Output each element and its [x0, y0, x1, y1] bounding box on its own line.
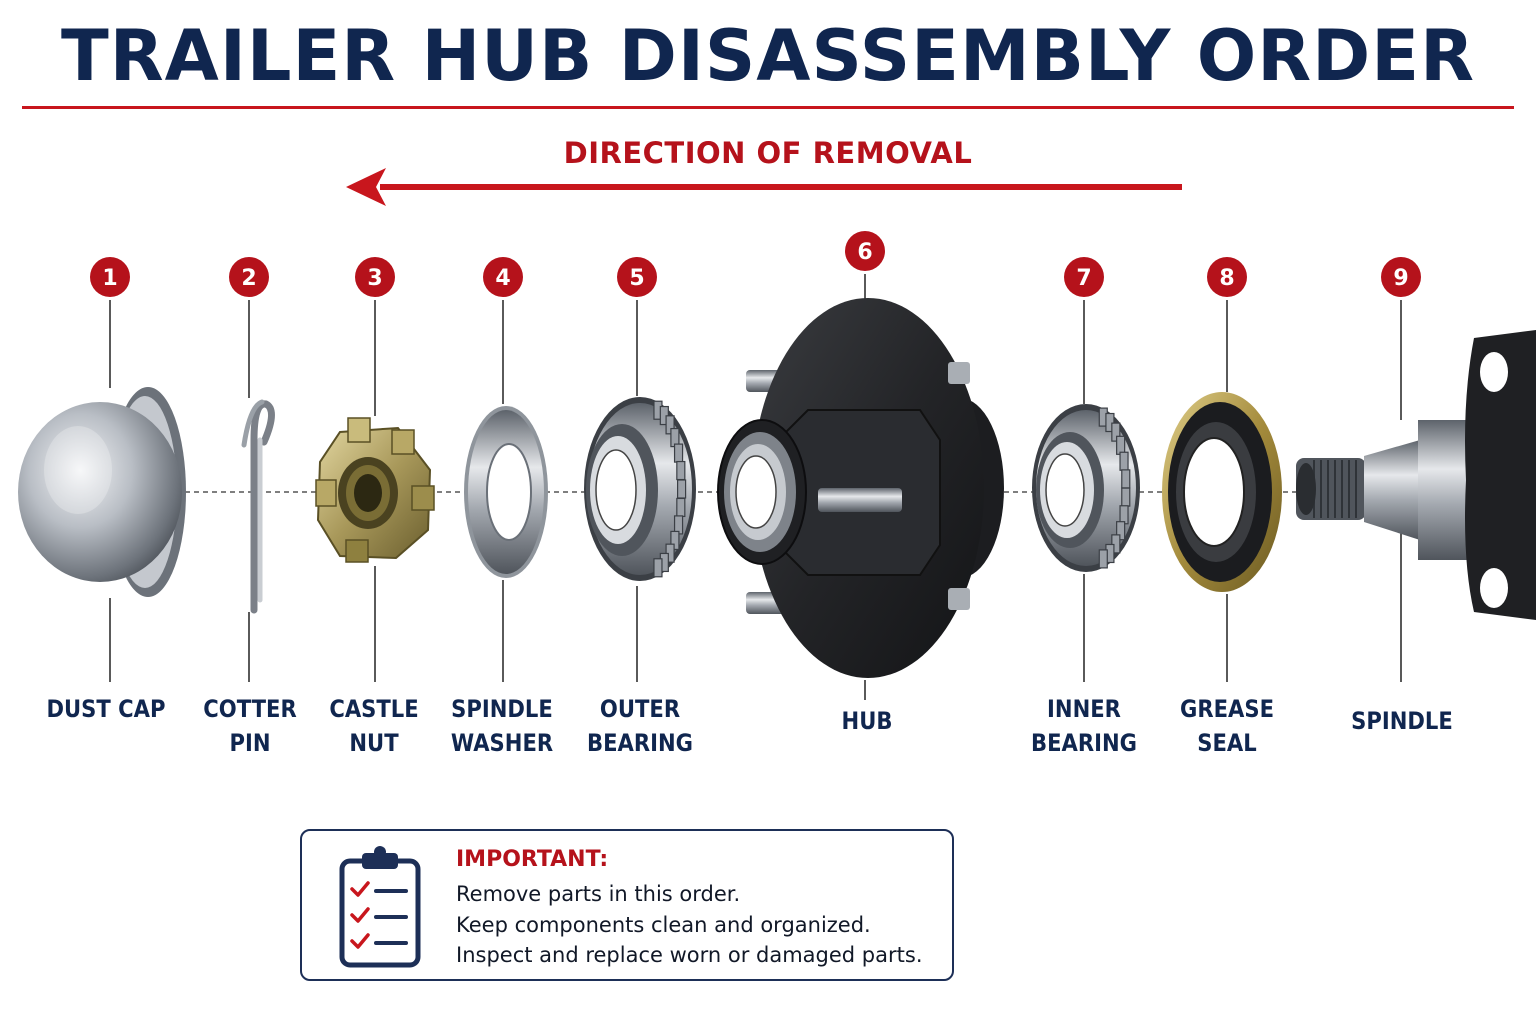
part-label-line: CASTLE [329, 695, 419, 723]
outer-bearing-illustration [584, 397, 696, 581]
step-number: 5 [629, 266, 644, 291]
dust-cap-illustration [18, 387, 186, 597]
step-badge-1: 1 [90, 257, 130, 297]
step-badge-circle [355, 257, 395, 297]
notice-heading: IMPORTANT: [456, 847, 609, 872]
title-underline [22, 106, 1514, 109]
bearing-roller [1121, 469, 1131, 489]
bearing-roller [1119, 451, 1129, 471]
bearing-roller [676, 497, 686, 518]
part-label-spindle-washer: SPINDLE WASHER [432, 692, 573, 760]
step-badge-4: 4 [483, 257, 523, 297]
notice-line: Inspect and replace worn or damaged part… [456, 943, 923, 967]
step-badge-circle [1064, 257, 1104, 297]
part-label-cotter-pin: COTTER PIN [180, 692, 321, 760]
part-label-line: BEARING [1030, 729, 1138, 757]
hub-illustration [717, 298, 1004, 678]
part-label-line: SEAL [1197, 729, 1257, 757]
bearing-roller [1121, 487, 1131, 507]
step-badge-5: 5 [617, 257, 657, 297]
step-number: 3 [367, 266, 382, 291]
bearing-roller [676, 460, 686, 481]
part-label-line: BEARING [586, 729, 694, 757]
bearing-roller [676, 479, 687, 499]
bearing-roller [665, 415, 675, 435]
step-badge-6: 6 [845, 231, 885, 271]
step-number: 1 [102, 266, 117, 291]
step-badge-9: 9 [1381, 257, 1421, 297]
step-number: 9 [1393, 266, 1408, 291]
bearing-roller [1116, 521, 1126, 541]
bearing-roller [1111, 534, 1121, 554]
bearing-roller [1116, 435, 1126, 455]
step-badge-circle [617, 257, 657, 297]
part-label-line: INNER [1047, 695, 1121, 723]
part-label-line: PIN [229, 729, 271, 757]
bearing-roller [1105, 412, 1115, 433]
spindle-illustration [1296, 330, 1536, 620]
notice-line: Keep components clean and organized. [456, 912, 871, 937]
cotter-pin-illustration [241, 399, 275, 614]
step-badge-circle [229, 257, 269, 297]
bearing-roller [673, 443, 684, 463]
step-badge-circle [1381, 257, 1421, 297]
castle-nut-illustration [315, 417, 435, 563]
notice-lines: Remove parts in this order. Keep compone… [456, 879, 923, 971]
step-badge-2: 2 [229, 257, 269, 297]
direction-label: DIRECTION OF REMOVAL [563, 136, 973, 170]
bearing-roller [1111, 422, 1121, 442]
part-label-outer-bearing: OUTER BEARING [570, 692, 711, 760]
important-notice: IMPORTANT: Remove parts in this order. K… [300, 829, 954, 981]
step-number: 8 [1219, 266, 1234, 291]
part-label-dust-cap: DUST CAP [36, 692, 177, 726]
step-badge-circle [483, 257, 523, 297]
bearing-roller [1119, 505, 1129, 525]
part-label-line: DUST CAP [46, 695, 166, 723]
notice-line: Remove parts in this order. [456, 882, 741, 906]
part-label-line: SPINDLE [1351, 707, 1453, 735]
clipboard-checklist-icon [339, 846, 421, 968]
bearing-roller [670, 530, 680, 551]
part-label-castle-nut: CASTLE NUT [304, 692, 445, 760]
part-label-line: OUTER [599, 695, 681, 723]
part-label-spindle: SPINDLE [1332, 704, 1473, 738]
removal-arrow [346, 168, 1182, 206]
part-label-hub: HUB [797, 704, 938, 738]
leader-lines [109, 274, 1402, 700]
step-badge-8: 8 [1207, 257, 1247, 297]
part-label-inner-bearing: INNER BEARING [1014, 692, 1155, 760]
grease-seal-illustration [1162, 392, 1282, 592]
part-label-grease-seal: GREASE SEAL [1157, 692, 1298, 760]
step-badge-3: 3 [355, 257, 395, 297]
bearing-roller [653, 558, 663, 578]
step-badge-circle [1207, 257, 1247, 297]
step-badge-7: 7 [1064, 257, 1104, 297]
step-badge-circle [90, 257, 130, 297]
step-number: 7 [1076, 266, 1091, 291]
part-label-line: HUB [841, 707, 893, 735]
step-badge-circle [845, 231, 885, 271]
part-label-line: GREASE [1179, 695, 1274, 723]
part-label-line: WASHER [450, 729, 554, 757]
part-label-line: SPINDLE [451, 695, 553, 723]
bearing-roller [1098, 549, 1108, 569]
part-label-line: NUT [349, 729, 399, 757]
inner-bearing-illustration [1032, 404, 1140, 572]
spindle-washer-illustration [464, 406, 548, 578]
step-number: 4 [495, 266, 510, 291]
step-number: 6 [857, 240, 872, 265]
part-label-line: COTTER [203, 695, 297, 723]
step-number: 2 [241, 266, 256, 291]
page-title: TRAILER HUB DISASSEMBLY ORDER [61, 15, 1475, 97]
